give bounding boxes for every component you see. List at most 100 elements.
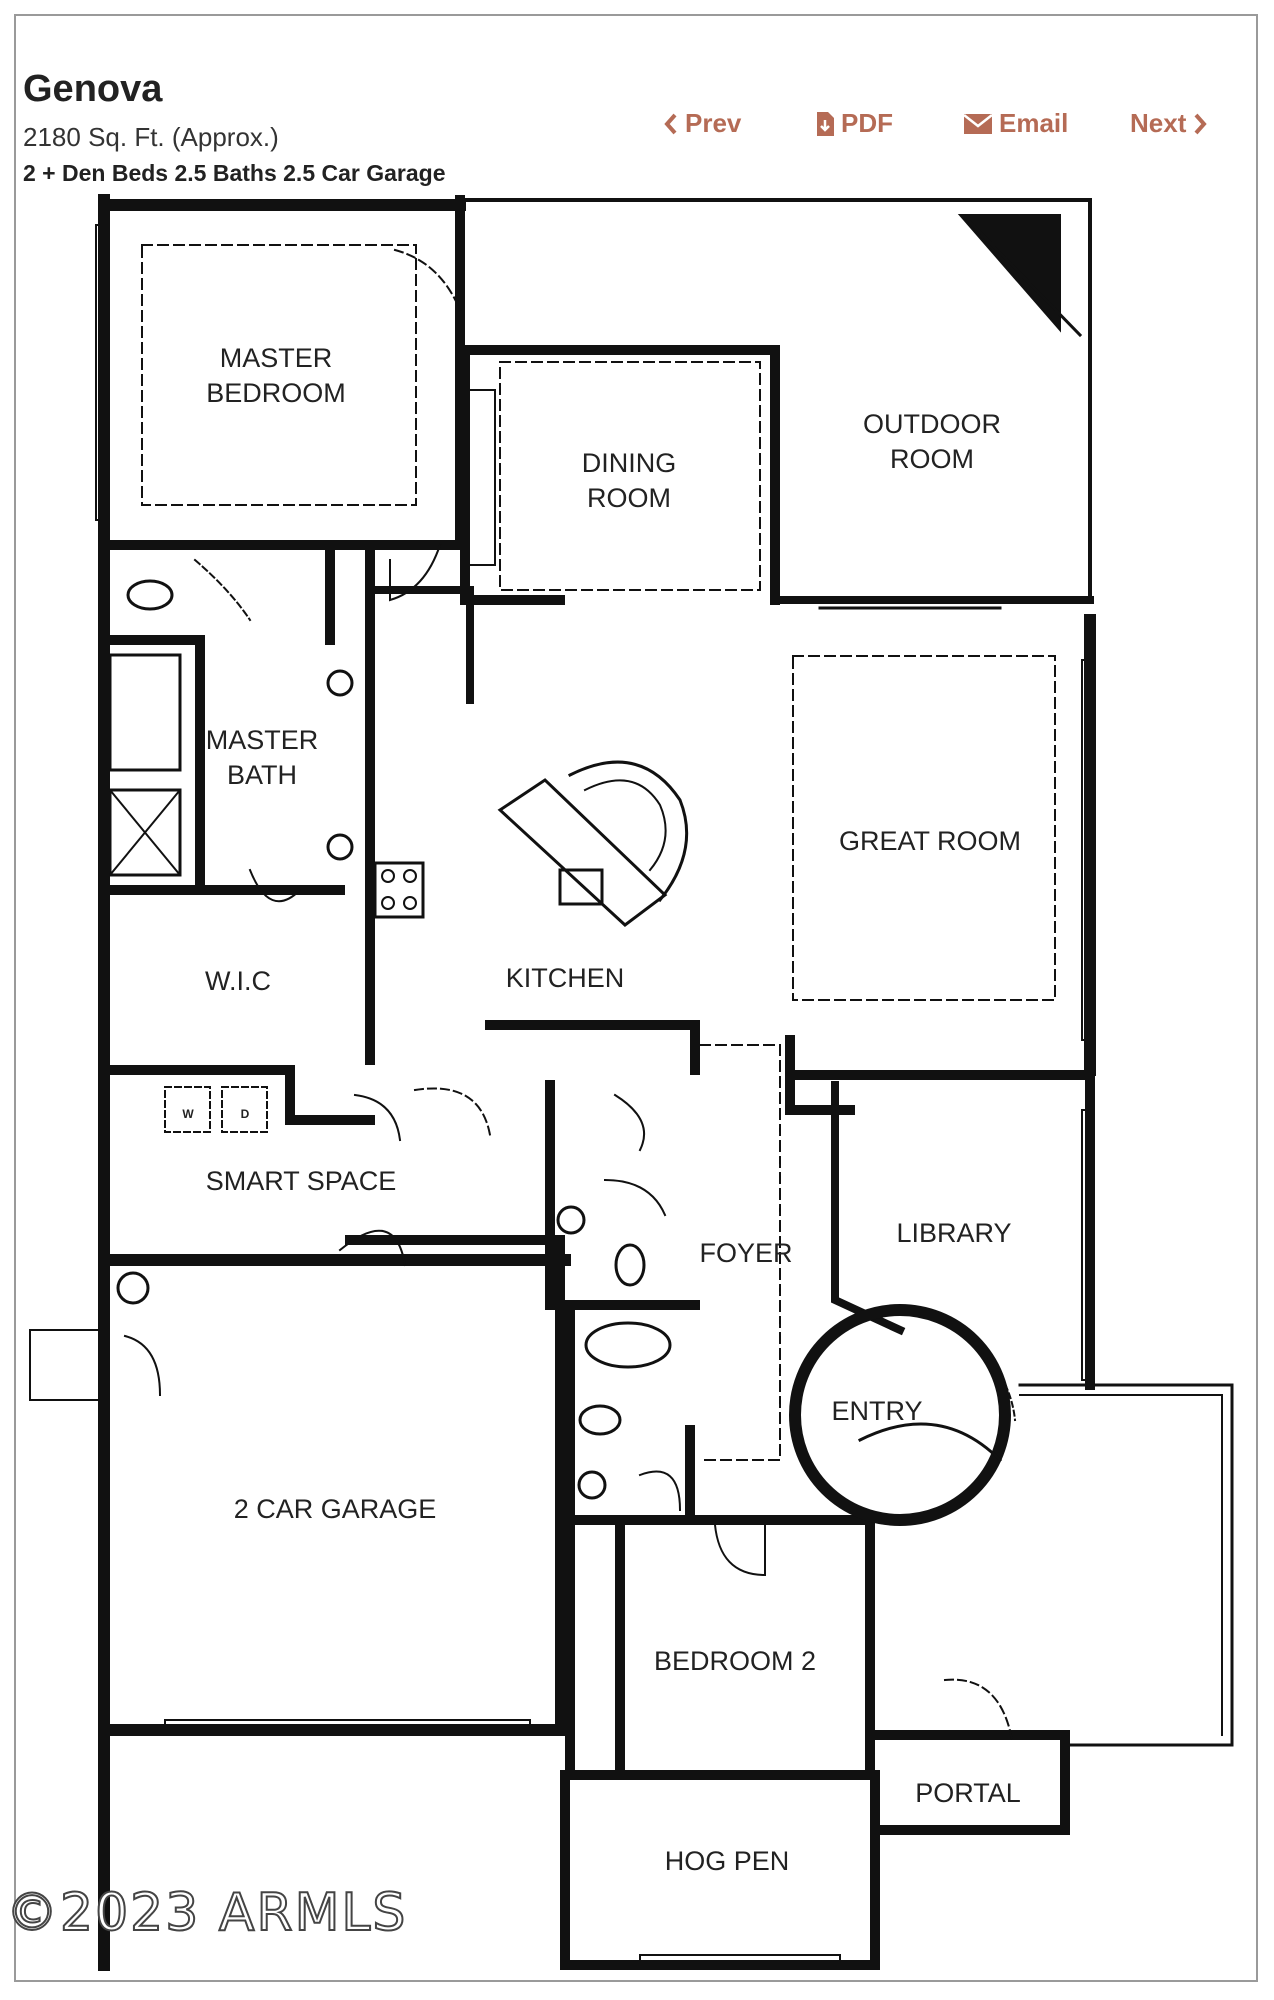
prev-button[interactable]: Prev <box>663 108 741 139</box>
burner <box>403 869 417 883</box>
porch-outline <box>1018 1383 1234 1747</box>
master-bedroom-label-line2: BEDROOM <box>206 378 346 408</box>
prev-label: Prev <box>685 108 742 138</box>
master-bath-walls <box>99 540 375 1065</box>
door-swing <box>123 1334 162 1397</box>
door-swing <box>638 1470 682 1512</box>
wic-label: W.I.C <box>205 966 271 996</box>
kitchen-label: KITCHEN <box>506 963 625 993</box>
door-swing <box>193 558 252 622</box>
master-bedroom-label-line1: MASTER <box>220 343 333 373</box>
door-swing <box>389 543 442 602</box>
outdoor-room-label-line1: OUTDOOR <box>863 409 1001 439</box>
library-label: LIBRARY <box>896 1218 1011 1248</box>
master-bath-label-line1: MASTER <box>206 725 319 755</box>
powder-walls <box>545 1080 700 1310</box>
cooktop <box>373 861 425 919</box>
next-button[interactable]: Next <box>1130 108 1208 139</box>
entry-stair <box>857 1422 1003 1463</box>
water-heater <box>116 1271 150 1305</box>
door-swing <box>413 1087 492 1137</box>
door-swing <box>338 1229 407 1267</box>
foyer-ceiling <box>699 1044 781 1461</box>
room-labels: MASTER BEDROOM DINING ROOM OUTDOOR ROOM … <box>182 343 1021 1876</box>
bath2-walls <box>565 1305 700 1525</box>
pdf-label: PDF <box>841 108 893 138</box>
pdf-button[interactable]: PDF <box>815 108 893 139</box>
door-swing <box>603 1178 667 1217</box>
kitchen-counter-wall <box>366 586 474 704</box>
plan-specs: 2 + Den Beds 2.5 Baths 2.5 Car Garage <box>23 160 446 186</box>
washer-label: W <box>182 1107 194 1121</box>
burner <box>403 896 417 910</box>
foyer-label: FOYER <box>699 1238 792 1268</box>
toilet-powder <box>614 1243 646 1287</box>
envelope-icon <box>963 113 993 134</box>
dining-room-label-line2: ROOM <box>587 483 671 513</box>
fireplace-diagonal <box>967 219 1083 338</box>
vanity-sink <box>326 669 354 697</box>
door-swing <box>393 248 462 312</box>
shower <box>108 788 182 877</box>
portal-walls <box>870 1730 1070 1835</box>
bathtub <box>108 653 182 772</box>
chevron-left-icon <box>664 113 677 134</box>
shower-x <box>108 788 182 877</box>
square-footage: 2180 Sq. Ft. (Approx.) <box>23 122 279 152</box>
powder-sink <box>556 1205 586 1235</box>
great-room-bottom <box>785 1035 1095 1115</box>
smart-space-label: SMART SPACE <box>206 1166 397 1196</box>
dining-ceiling <box>499 361 761 591</box>
great-room-label: GREAT ROOM <box>839 826 1021 856</box>
island-bar-inner <box>583 779 667 872</box>
outdoor-room-label-line2: ROOM <box>890 444 974 474</box>
window <box>164 1719 531 1731</box>
toilet-bath2 <box>578 1404 622 1436</box>
window <box>1081 659 1091 1041</box>
chevron-right-icon <box>1194 113 1208 134</box>
hog-pen-label: HOG PEN <box>665 1846 790 1876</box>
window <box>95 224 105 521</box>
email-label: Email <box>999 108 1069 138</box>
dining-walls <box>460 345 780 605</box>
door-swing <box>713 1523 766 1577</box>
burner <box>381 896 395 910</box>
wic-walls <box>99 885 375 1125</box>
kitchen-sink <box>558 868 604 906</box>
island-bar <box>567 760 689 903</box>
window <box>464 389 496 566</box>
door-swing <box>613 1093 645 1152</box>
porch-inner <box>1019 1394 1223 1736</box>
entry-arc-detail <box>958 1328 1017 1422</box>
master-bath-label-line2: BATH <box>227 760 297 790</box>
tub-bath2 <box>584 1321 672 1369</box>
next-label: Next <box>1130 108 1187 138</box>
garage-label: 2 CAR GARAGE <box>234 1494 437 1524</box>
window <box>1081 1109 1091 1381</box>
hog-pen-walls <box>560 1770 880 1970</box>
toilet-master <box>126 579 174 611</box>
door-swing <box>248 868 302 903</box>
vanity-sink <box>326 833 354 861</box>
door-swing <box>353 1093 402 1142</box>
entry-rotunda <box>789 1304 1011 1526</box>
dryer <box>221 1086 268 1133</box>
kitchen-bottom-wall <box>485 1020 700 1075</box>
page-frame <box>14 14 1258 1982</box>
washer <box>164 1086 211 1133</box>
library-walls <box>831 1081 906 1336</box>
entry-label: ENTRY <box>831 1396 922 1426</box>
great-ceiling <box>792 655 1056 1001</box>
master-ceiling <box>141 244 417 506</box>
email-button[interactable]: Email <box>963 108 1068 139</box>
dining-room-label-line1: DINING <box>582 448 677 478</box>
pdf-download-icon <box>817 111 834 136</box>
bedroom2-label: BEDROOM 2 <box>654 1646 816 1676</box>
burner <box>381 869 395 883</box>
dryer-label: D <box>241 1107 250 1121</box>
garage-vent <box>29 1329 105 1401</box>
window <box>639 1954 841 1966</box>
fireplace <box>957 214 1061 333</box>
copyright-watermark: ©2023 ARMLS <box>5 1882 408 1944</box>
